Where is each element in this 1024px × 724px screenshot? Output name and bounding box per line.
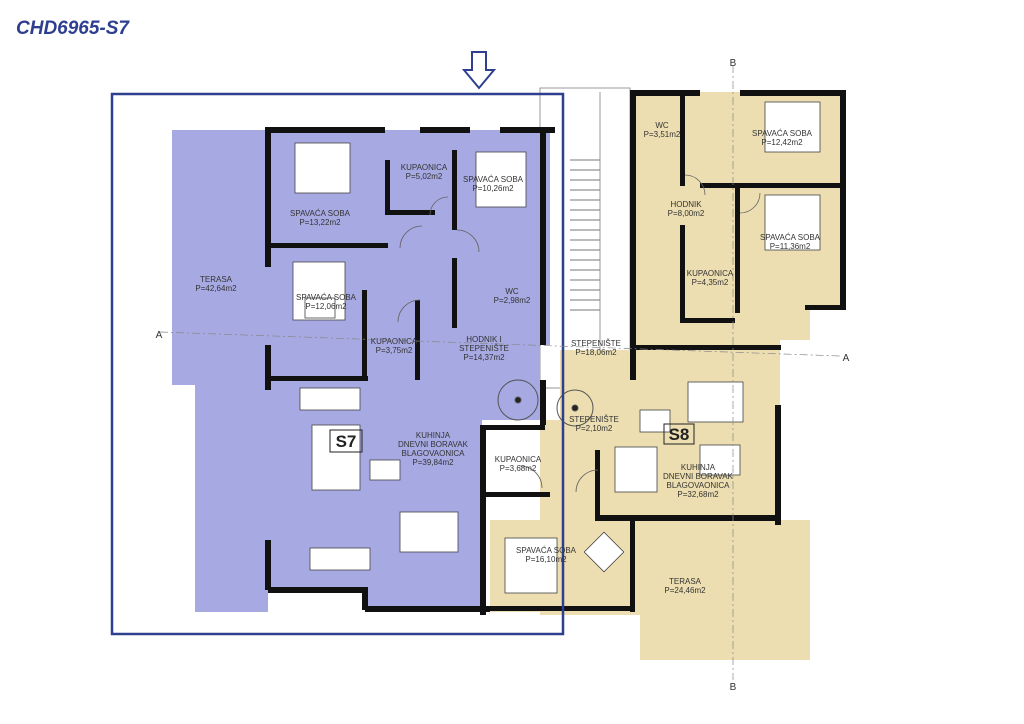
room-label-s8-3: SPAVAĆA SOBA — [760, 233, 821, 242]
room-label-s7-4: P=12,06m2 — [305, 302, 347, 311]
room-label-s7-5: P=2,98m2 — [494, 296, 531, 305]
room-label-s7-0: TERASA — [200, 275, 233, 284]
room-label-s7-1: P=13,22m2 — [299, 218, 341, 227]
room-label-s8-5: P=2,10m2 — [576, 424, 613, 433]
section-mark-b-bottom: B — [730, 682, 737, 693]
section-lines — [159, 65, 841, 680]
entry-arrow-icon — [461, 51, 497, 90]
room-label-s8-0: P=3,51m2 — [644, 130, 681, 139]
unit-tag-s8: S8 — [669, 425, 690, 444]
room-label-s8-2: P=8,00m2 — [668, 209, 705, 218]
room-label-s7-3: P=10,26m2 — [472, 184, 514, 193]
room-label-s8-7: P=32,68m2 — [677, 490, 719, 499]
section-mark-a-right: A — [843, 353, 850, 364]
section-mark-a-left: A — [156, 330, 163, 341]
room-label-s7-8: KUHINJA — [416, 431, 451, 440]
room-label-s8-8: P=16,10m2 — [525, 555, 567, 564]
room-label-s8-0: WC — [655, 121, 669, 130]
room-label-s8-5: STEPENIŠTE — [569, 415, 619, 424]
room-label-s7-4: SPAVAĆA SOBA — [296, 293, 357, 302]
room-label-s8-1: SPAVAĆA SOBA — [752, 129, 813, 138]
stair-treads — [570, 159, 600, 311]
room-label-s7-8: BLAGOVAONICA — [402, 449, 466, 458]
interior-s7 — [268, 130, 550, 612]
room-label-s7-0: P=42,64m2 — [195, 284, 237, 293]
room-label-s8-3: P=11,36m2 — [770, 242, 811, 251]
room-label-s8-6: P=3,68m2 — [500, 464, 537, 473]
room-label-s8-7: KUHINJA — [681, 463, 716, 472]
room-label-s7-6: KUPAONICA — [371, 337, 418, 346]
furniture — [292, 101, 821, 594]
page-title: CHD6965-S7 — [16, 18, 129, 39]
room-label-s7-3: SPAVAĆA SOBA — [463, 175, 524, 184]
room-label-s8-7: DNEVNI BORAVAK — [663, 472, 734, 481]
room-label-s7-7: STEPENIŠTE — [459, 344, 509, 353]
room-label-s7-5: WC — [505, 287, 519, 296]
terrace-s7 — [172, 130, 268, 612]
room-label-s7-7: P=14,37m2 — [463, 353, 505, 362]
room-label-s7-2: KUPAONICA — [401, 163, 448, 172]
unit-tag-s8-frame — [663, 423, 695, 445]
walls — [265, 90, 846, 615]
room-label-s8-9: TERASA — [669, 577, 702, 586]
room-label-s8-6: KUPAONICA — [495, 455, 542, 464]
room-label-s8-1: P=12,42m2 — [761, 138, 803, 147]
room-label-s7-8: DNEVNI BORAVAK — [398, 440, 469, 449]
room-label-s7-1: SPAVAĆA SOBA — [290, 209, 351, 218]
room-label-common-0: STEPENIŠTE — [571, 339, 621, 348]
unit-s7-highlight-frame — [110, 92, 565, 636]
room-label-s8-4: KUPAONICA — [687, 269, 734, 278]
room-label-s7-2: P=5,02m2 — [406, 172, 443, 181]
room-label-s8-2: HODNIK — [670, 200, 702, 209]
room-label-s8-4: P=4,35m2 — [692, 278, 729, 287]
unit-tag-s7: S7 — [336, 432, 357, 451]
room-label-s7-6: P=3,75m2 — [376, 346, 413, 355]
unit-tag-s7-frame — [329, 429, 363, 453]
room-label-s8-8: SPAVAĆA SOBA — [516, 546, 577, 555]
room-label-s8-9: P=24,46m2 — [664, 586, 706, 595]
door-swings — [397, 174, 761, 493]
room-label-s8-7: BLAGOVAONICA — [667, 481, 731, 490]
room-label-s7-7: HODNIK I — [466, 335, 502, 344]
terrace-s8 — [640, 520, 810, 660]
section-markers: A A B B — [156, 58, 850, 693]
unit-s7-fill — [172, 130, 550, 612]
section-mark-b-top: B — [730, 58, 737, 69]
room-label-s7-8: P=39,84m2 — [412, 458, 454, 467]
room-label-common-0: P=18,06m2 — [575, 348, 617, 357]
spiral-stair — [497, 379, 594, 427]
